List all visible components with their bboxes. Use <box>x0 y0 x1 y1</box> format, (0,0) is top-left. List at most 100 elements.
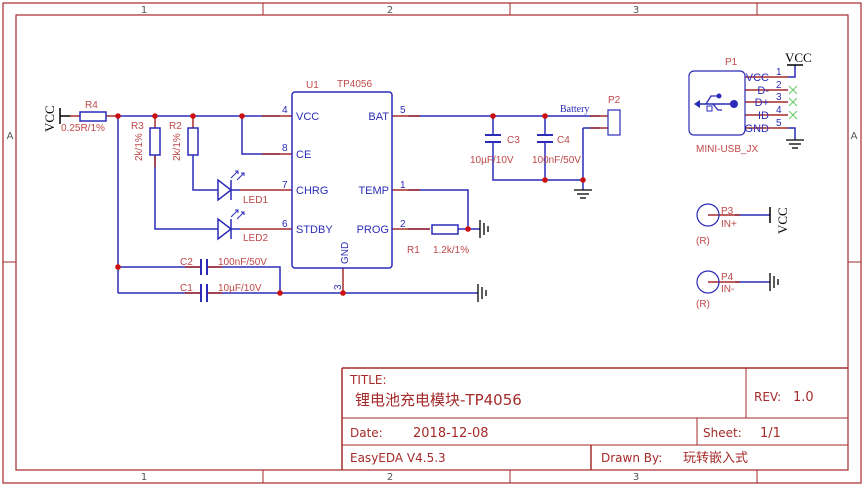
p1-pin-num-2: 2 <box>776 80 782 91</box>
ruler-col-2: 2 <box>387 5 393 16</box>
frame-rulers: 1 2 3 1 2 3 A A <box>7 5 858 483</box>
junction-dot <box>115 113 121 119</box>
junction-dot <box>340 290 346 296</box>
u1-tp4056[interactable]: U1 TP4056 VCC CE CHRG STDBY BAT TEMP PRO… <box>282 79 406 290</box>
u1-pin-name-chrg: CHRG <box>296 185 328 197</box>
led1[interactable]: LED1 <box>214 170 268 206</box>
rev-label: REV: <box>754 390 781 404</box>
r2-resistor[interactable]: R2 2k/1% <box>169 121 199 161</box>
p4-attr: (R) <box>696 299 710 310</box>
u1-pin-name-temp: TEMP <box>358 185 389 197</box>
u1-pin-num-7: 7 <box>282 180 288 191</box>
u1-value: TP4056 <box>337 79 372 90</box>
r4-resistor[interactable]: R4 0.25R/1% <box>61 100 107 134</box>
u1-pin-name-prog: PROG <box>357 224 389 236</box>
u1-pin-num-8: 8 <box>282 143 288 154</box>
drawn-by-value: 玩转嵌入式 <box>683 451 748 466</box>
led1-emission-arrows <box>230 170 245 181</box>
p3-ref: P3 <box>721 206 734 217</box>
r3-value: 2k/1% <box>134 133 145 161</box>
p1-pin-name-dminus: D- <box>757 85 769 97</box>
p1-body <box>688 70 746 136</box>
junction-dot <box>152 113 158 119</box>
title-label: TITLE: <box>349 373 387 387</box>
u1-pin-name-vcc: VCC <box>296 111 319 123</box>
junction-dot <box>115 264 121 270</box>
wire-usb-vcc <box>788 65 796 78</box>
inner-border <box>15 14 849 471</box>
led2-emission-arrows <box>230 209 245 220</box>
led2-triangle <box>217 217 233 241</box>
p1-value: MINI-USB_JX <box>696 144 759 155</box>
rev-value: 1.0 <box>793 390 814 405</box>
wire-ce <box>241 116 280 155</box>
c2-capacitor[interactable]: C2 100nF/50V <box>180 257 267 275</box>
p1-pin-num-4: 4 <box>776 105 782 116</box>
p4-pad <box>696 270 720 294</box>
u1-pin-name-bat: BAT <box>368 111 389 123</box>
c1-value: 10µF/10V <box>218 283 262 294</box>
vcc-power-left: VCC <box>42 105 70 132</box>
title-block: TITLE: 锂电池充电模块-TP4056 REV: 1.0 Date: 201… <box>341 367 848 470</box>
gnd-symbol-prog <box>479 220 489 238</box>
u1-pin-num-2: 2 <box>400 219 406 230</box>
c4-value: 100nF/50V <box>532 155 581 166</box>
c3-value: 10µF/10V <box>470 155 514 166</box>
p1-pin-name-gnd: GND <box>745 123 770 135</box>
sheet-value: 1/1 <box>760 426 781 441</box>
vcc-left-label: VCC <box>42 105 57 132</box>
led1-ref: LED1 <box>243 195 268 206</box>
vcc-power-p3: VCC <box>769 207 790 234</box>
p3-test-point[interactable]: P3 IN+ (R) <box>696 203 737 247</box>
r4-value: 0.25R/1% <box>61 123 105 134</box>
u1-pin-name-stdby: STDBY <box>296 224 333 236</box>
p2-battery-connector[interactable]: P2 Battery <box>560 95 621 136</box>
p2-body <box>607 109 621 136</box>
drawn-by-label: Drawn By: <box>601 451 662 465</box>
r3-body <box>149 127 161 156</box>
r4-ref: R4 <box>85 100 98 111</box>
junction-dot <box>465 226 471 232</box>
junction-dot <box>542 177 548 183</box>
wire-temp <box>408 189 469 229</box>
u1-body <box>291 91 393 269</box>
p1-ref: P1 <box>725 57 738 68</box>
gnd-symbol-c3c4 <box>574 189 592 199</box>
wire-c3-bottom <box>492 143 583 181</box>
r1-body <box>431 224 459 235</box>
ruler-col-2-bottom: 2 <box>387 472 393 483</box>
wire-c2-right <box>208 266 281 293</box>
p4-value: IN- <box>721 284 734 295</box>
u1-pin-num-5: 5 <box>400 105 406 116</box>
junction-dot <box>277 290 283 296</box>
r3-ref: R3 <box>131 121 144 132</box>
no-connect-icon <box>788 97 798 107</box>
c3-capacitor[interactable]: C3 10µF/10V <box>470 134 520 166</box>
gnd-symbol-usb <box>786 139 804 149</box>
ruler-col-1: 1 <box>141 5 147 16</box>
r2-body <box>187 127 199 156</box>
c1-capacitor[interactable]: C1 10µF/10V <box>180 283 262 302</box>
r1-ref: R1 <box>407 245 420 256</box>
no-connect-icon <box>788 85 798 95</box>
u1-pin-num-4: 4 <box>282 105 288 116</box>
vcc-p3-label: VCC <box>775 207 790 234</box>
p1-mini-usb[interactable]: P1 MINI-USB_JX VCC D- D+ ID GND 1 2 3 4 … <box>688 57 798 155</box>
r2-ref: R2 <box>169 121 182 132</box>
ruler-col-3: 3 <box>633 5 639 16</box>
pin-stubs <box>70 76 788 294</box>
p2-ref: P2 <box>608 95 621 106</box>
led2[interactable]: LED2 <box>214 209 268 244</box>
c4-capacitor[interactable]: C4 100nF/50V <box>532 134 581 166</box>
u1-ref: U1 <box>306 80 319 91</box>
wire-usb-gnd <box>788 127 796 140</box>
p4-test-point[interactable]: P4 IN- (R) <box>696 270 734 310</box>
junction-dot <box>239 113 245 119</box>
wire-r3-led2 <box>154 155 214 230</box>
junction-dot <box>542 113 548 119</box>
r1-resistor[interactable]: R1 1.2k/1% <box>407 224 469 256</box>
r3-resistor[interactable]: R3 2k/1% <box>131 121 161 161</box>
u1-pin-num-3: 3 <box>333 284 344 290</box>
